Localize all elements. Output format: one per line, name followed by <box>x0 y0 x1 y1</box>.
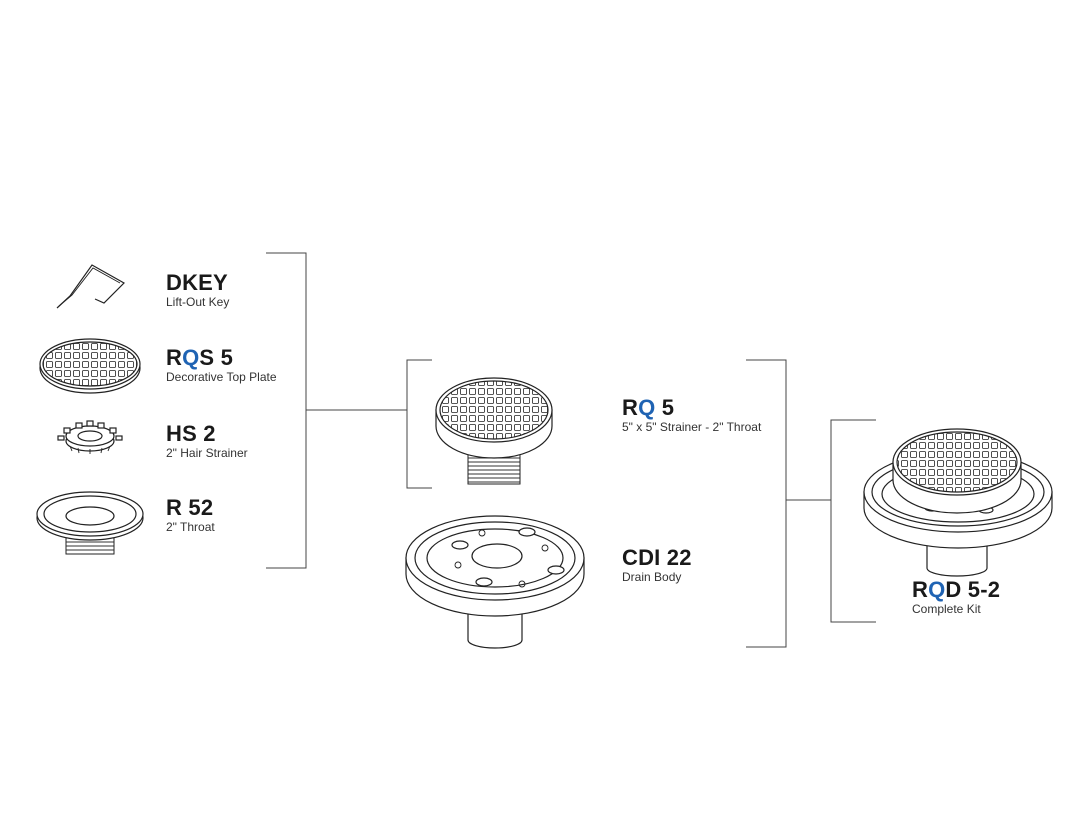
label-r52: R 52 2" Throat <box>166 495 215 535</box>
part-description: 2" Hair Strainer <box>166 446 248 460</box>
bracket-assemblies <box>746 359 876 648</box>
part-code: R 52 <box>166 495 214 520</box>
complete-kit-icon <box>863 428 1053 577</box>
part-code: HS 2 <box>166 421 216 446</box>
label-hs2: HS 2 2" Hair Strainer <box>166 421 248 461</box>
part-description: Lift-Out Key <box>166 295 230 309</box>
part-code: CDI 22 <box>622 545 692 570</box>
part-code: DKEY <box>166 270 228 295</box>
part-code: RQD 5-2 <box>912 577 1001 602</box>
drain-body-icon <box>405 515 585 649</box>
part-code: RQS 5 <box>166 345 234 370</box>
throat-icon <box>36 491 144 555</box>
lift-out-key-icon <box>56 264 125 309</box>
label-rqs5: RQS 5 Decorative Top Plate <box>166 345 277 385</box>
strainer-assembly-icon <box>435 377 553 485</box>
part-description: Decorative Top Plate <box>166 370 277 384</box>
hair-strainer-icon <box>57 420 123 454</box>
part-description: Complete Kit <box>912 602 981 616</box>
part-description: Drain Body <box>622 570 682 584</box>
part-description: 5" x 5" Strainer - 2" Throat <box>622 420 762 434</box>
label-rq5: RQ 5 5" x 5" Strainer - 2" Throat <box>622 395 762 435</box>
decorative-top-plate-icon <box>39 338 141 394</box>
label-rqd5-2: RQD 5-2 Complete Kit <box>912 577 1001 617</box>
part-description: 2" Throat <box>166 520 215 534</box>
label-dkey: DKEY Lift-Out Key <box>166 270 230 310</box>
label-cdi22: CDI 22 Drain Body <box>622 545 692 585</box>
part-code: RQ 5 <box>622 395 675 420</box>
bracket-components <box>266 252 432 569</box>
